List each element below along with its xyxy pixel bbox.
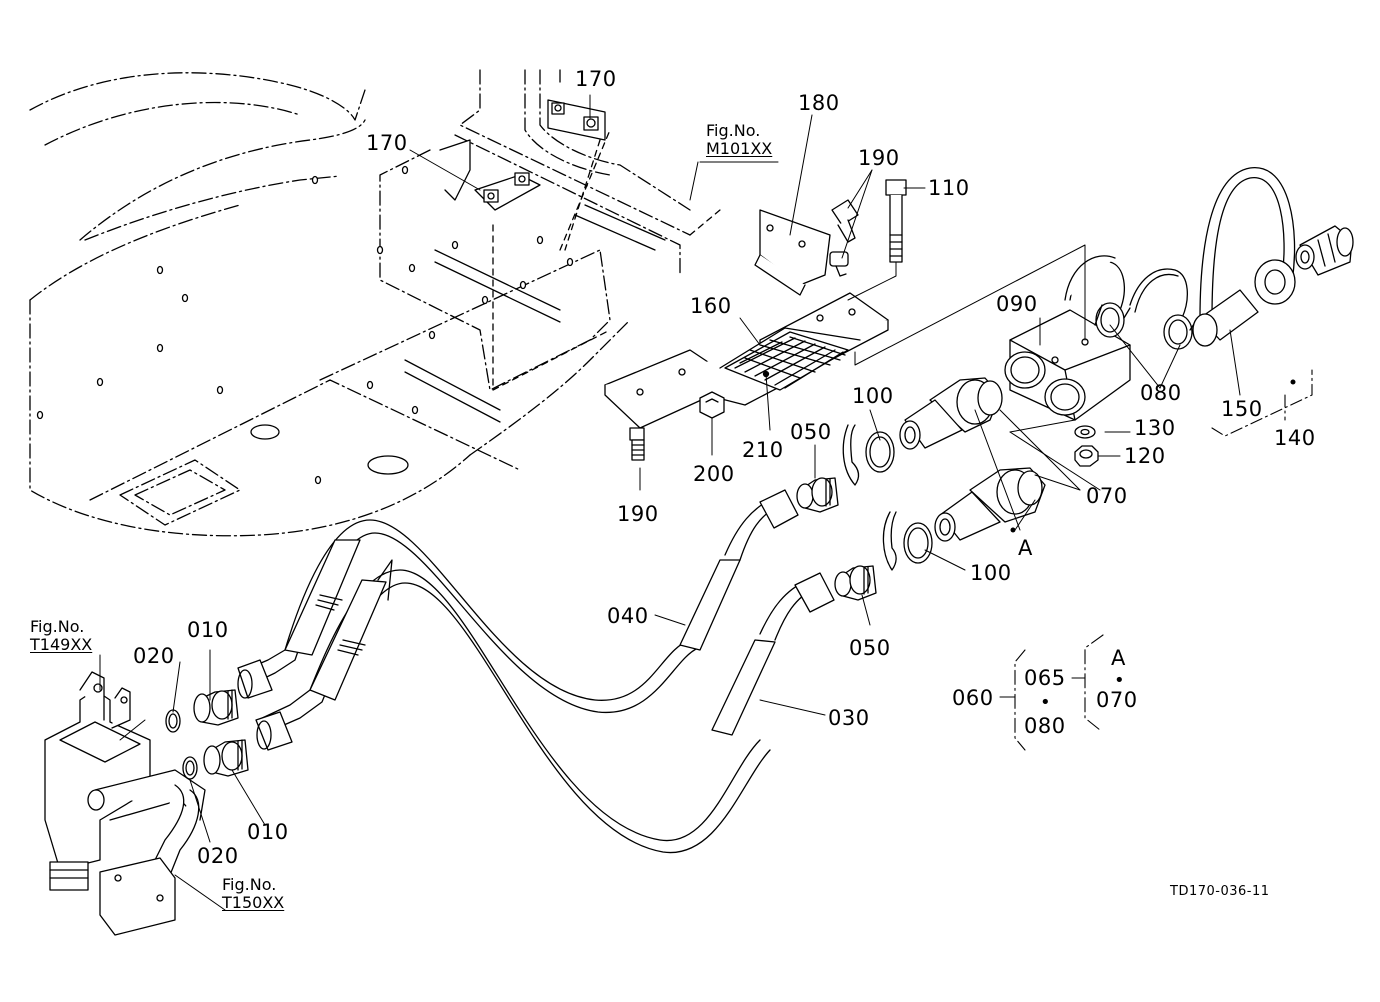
label-170-top: 170 bbox=[575, 67, 617, 91]
label-120: 120 bbox=[1124, 444, 1166, 468]
fender-holes bbox=[36, 165, 574, 485]
coupler-070-top bbox=[899, 377, 1003, 450]
o-ring-020-bottom bbox=[182, 756, 198, 780]
snap-ring-100-top bbox=[842, 424, 895, 486]
label-010-bottom: 010 bbox=[247, 820, 289, 844]
label-marker-a: A bbox=[1018, 536, 1033, 560]
key-child-080: 080 bbox=[1024, 714, 1066, 738]
label-020-top: 020 bbox=[133, 644, 175, 668]
nut-120 bbox=[1074, 445, 1099, 467]
label-190-bottom: 190 bbox=[617, 502, 659, 526]
key-separator-2: • bbox=[1114, 670, 1125, 691]
label-210: 210 bbox=[742, 438, 784, 462]
label-070: 070 bbox=[1086, 484, 1128, 508]
plug-140 bbox=[1295, 225, 1354, 276]
label-200: 200 bbox=[693, 462, 735, 486]
key-parent-060: 060 bbox=[952, 686, 994, 710]
dust-cap-080-left bbox=[1064, 255, 1131, 338]
o-ring-020-top bbox=[165, 709, 181, 733]
bolt-190-bottom bbox=[629, 427, 645, 461]
fig-ref-t149-line1: Fig.No. bbox=[30, 617, 85, 636]
leader-lines bbox=[99, 94, 1241, 911]
adaptor-050-bottom bbox=[834, 565, 877, 601]
bolt-110 bbox=[885, 179, 907, 263]
fender-outline bbox=[29, 69, 691, 537]
label-110: 110 bbox=[928, 176, 970, 200]
fig-ref-t150: Fig.No. T150XX bbox=[222, 875, 285, 913]
clip-170-left bbox=[439, 139, 541, 211]
label-100-top: 100 bbox=[852, 384, 894, 408]
label-170-left: 170 bbox=[366, 131, 408, 155]
bracket-180 bbox=[754, 209, 831, 296]
label-040: 040 bbox=[607, 604, 649, 628]
fig-ref-m101-line1: Fig.No. bbox=[706, 121, 761, 140]
label-090: 090 bbox=[996, 292, 1038, 316]
label-010-top: 010 bbox=[187, 618, 229, 642]
fig-ref-t150-line2: T150XX bbox=[222, 893, 285, 913]
key-child-065: 065 bbox=[1024, 666, 1066, 690]
label-150: 150 bbox=[1221, 397, 1263, 421]
coupler-070-bottom bbox=[934, 467, 1046, 542]
key-separator-1: • bbox=[1040, 692, 1051, 713]
label-140: 140 bbox=[1274, 426, 1316, 450]
adaptor-010-bottom bbox=[203, 739, 249, 777]
hose-040 bbox=[237, 489, 799, 713]
bracket-140 bbox=[1211, 369, 1313, 437]
label-080: 080 bbox=[1140, 381, 1182, 405]
label-020-bottom: 020 bbox=[197, 844, 239, 868]
control-valve bbox=[44, 671, 206, 936]
key-group-a: A bbox=[1111, 646, 1126, 670]
label-030: 030 bbox=[828, 706, 870, 730]
fig-ref-t149: Fig.No. T149XX bbox=[30, 617, 93, 655]
label-050-bottom: 050 bbox=[849, 636, 891, 660]
nut-200 bbox=[699, 391, 725, 419]
label-100-bottom: 100 bbox=[970, 561, 1012, 585]
fig-ref-m101: Fig.No. M101XX bbox=[706, 121, 773, 159]
label-180: 180 bbox=[798, 91, 840, 115]
washer-130 bbox=[1074, 425, 1096, 439]
clip-170-top bbox=[547, 99, 606, 141]
label-160: 160 bbox=[690, 294, 732, 318]
fig-ref-t150-line1: Fig.No. bbox=[222, 875, 277, 894]
fender-panel-lines bbox=[404, 204, 666, 423]
snap-ring-100-bottom bbox=[882, 511, 933, 571]
leader-dots bbox=[1010, 379, 1296, 533]
bolt-190-top bbox=[829, 199, 859, 277]
dust-cap-080-right bbox=[1129, 268, 1199, 350]
adaptor-010-top bbox=[193, 689, 239, 726]
label-190-top: 190 bbox=[858, 146, 900, 170]
fender-dashed-lines bbox=[492, 129, 721, 391]
hose-030 bbox=[255, 559, 835, 854]
key-group-item-070: 070 bbox=[1096, 688, 1138, 712]
drawing-code: TD170-036-11 bbox=[1170, 884, 1270, 899]
label-130: 130 bbox=[1134, 416, 1176, 440]
fig-ref-t149-line2: T149XX bbox=[30, 635, 93, 655]
fig-ref-m101-line2: M101XX bbox=[706, 139, 773, 159]
adaptor-050-top bbox=[796, 477, 839, 513]
shackle-150 bbox=[1192, 167, 1296, 347]
label-050-top: 050 bbox=[790, 420, 832, 444]
assembly-key-brackets bbox=[1014, 634, 1104, 751]
assembly-key-ticks bbox=[999, 677, 1086, 698]
